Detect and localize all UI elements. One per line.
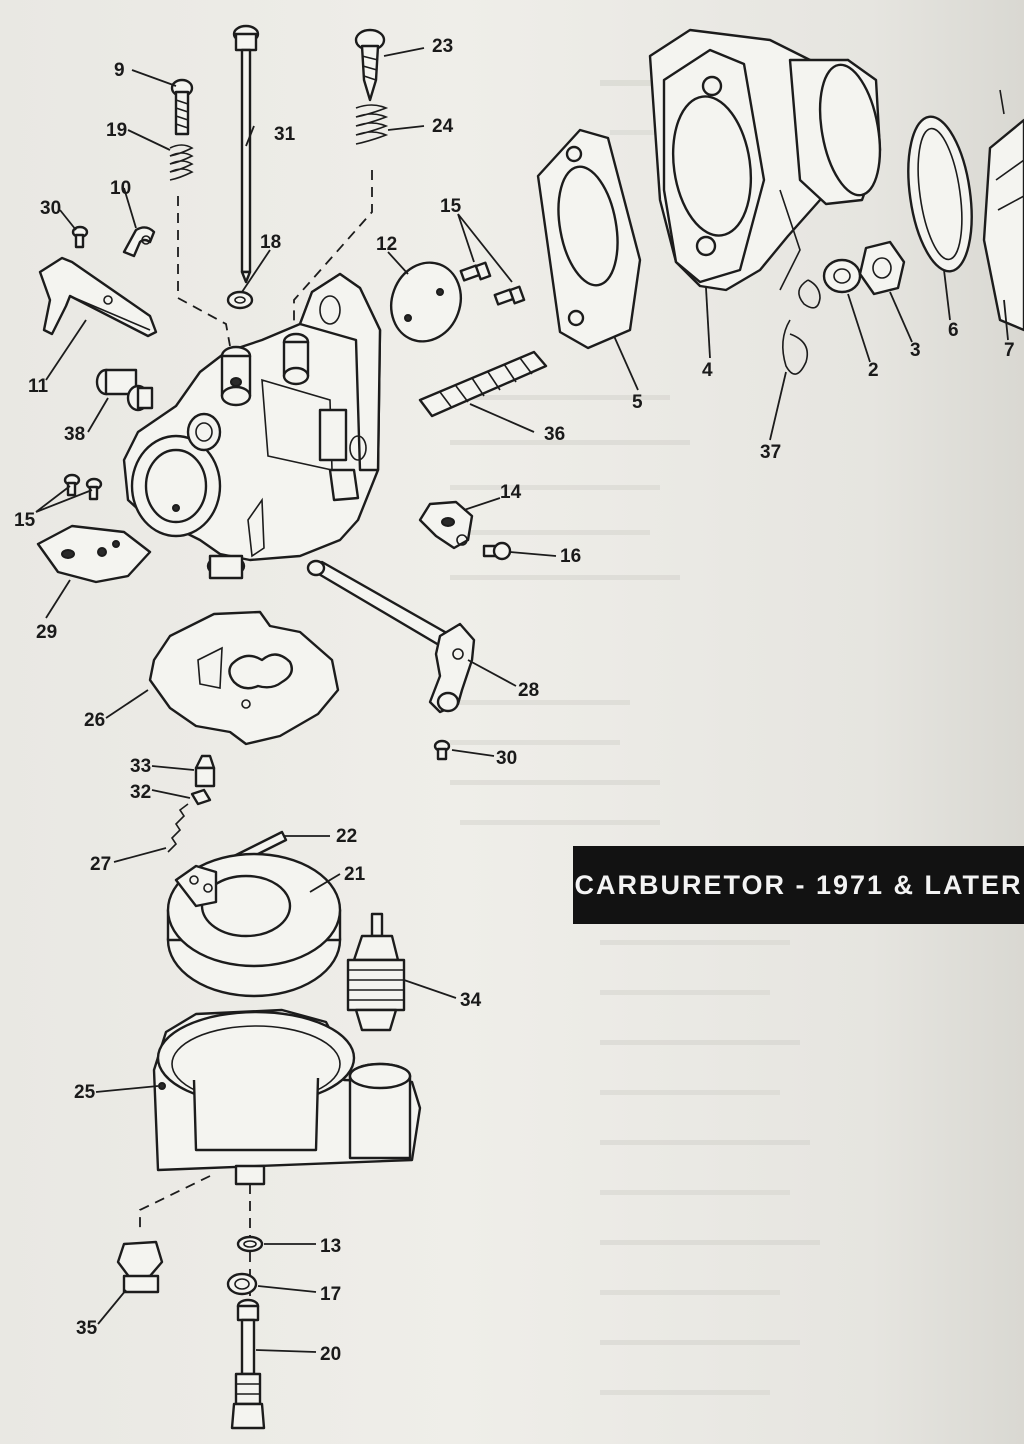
callout-7: 7	[1004, 340, 1015, 361]
callout-18: 18	[260, 232, 281, 253]
callout-28: 28	[518, 680, 539, 701]
main-jet-part-34	[346, 912, 406, 1032]
fuel-fitting-part-38	[95, 368, 154, 412]
callout-30-bottom: 30	[496, 748, 517, 769]
callout-22: 22	[336, 826, 357, 847]
bowl-gasket-part-26	[148, 610, 340, 746]
screws-part-15-left	[63, 473, 103, 501]
bleed-through-text	[450, 80, 860, 1395]
lockwasher-part-2	[822, 258, 862, 294]
callout-14: 14	[500, 482, 522, 503]
needle-clip-part-32	[190, 788, 212, 806]
idle-spring-part-19	[169, 144, 194, 181]
clip-part-14	[418, 500, 474, 550]
callout-3: 3	[910, 340, 921, 361]
callout-36: 36	[544, 424, 565, 445]
float-part-21	[166, 852, 342, 998]
screw-part-23	[354, 28, 386, 102]
spring-clip-part-37	[782, 279, 821, 375]
callout-4: 4	[702, 360, 713, 381]
screw-part-30-bottom	[433, 739, 451, 761]
needle-valve-part-31	[232, 24, 260, 284]
throttle-shaft-part-28	[306, 559, 476, 714]
clip-part-10	[122, 226, 156, 258]
callout-35: 35	[76, 1318, 98, 1339]
callout-31: 31	[274, 124, 296, 145]
nut-part-3	[858, 240, 906, 296]
callout-5: 5	[632, 392, 643, 413]
callout-37: 37	[760, 442, 781, 463]
callout-6: 6	[948, 320, 959, 341]
callout-30-top: 30	[40, 198, 61, 219]
choke-lever-part-11	[38, 256, 158, 338]
intake-elbow-part-4	[648, 28, 882, 292]
callout-2: 2	[868, 360, 879, 381]
washer-part-17	[226, 1272, 258, 1296]
callout-15-right: 15	[440, 196, 462, 217]
page-title: CARBURETOR - 1971 & LATER	[574, 869, 1023, 900]
jet-assembly-part-20	[230, 1298, 266, 1430]
carburetor-body	[122, 272, 382, 580]
callout-26: 26	[84, 710, 105, 731]
float-bowl-part-25	[152, 1008, 422, 1186]
callout-33: 33	[130, 756, 151, 777]
callout-38: 38	[64, 424, 85, 445]
callout-13: 13	[320, 1236, 341, 1257]
callout-20: 20	[320, 1344, 341, 1365]
float-spring-part-27	[167, 803, 189, 853]
spring-part-24	[355, 104, 389, 145]
screw-part-16	[482, 541, 512, 561]
callout-34: 34	[460, 990, 482, 1011]
stud-part-36	[418, 350, 548, 418]
air-cleaner-part-7	[982, 89, 1024, 332]
float-needle-part-33	[194, 754, 216, 788]
plate-part-29	[36, 524, 152, 584]
callouts: 9 19 10 30 11 31 18 23 24 12 15 38 15 29…	[14, 36, 1015, 1365]
leader-lines	[35, 47, 1009, 1353]
alignment-line-idle-screw	[177, 196, 231, 347]
callout-11: 11	[28, 376, 49, 397]
callout-24: 24	[432, 116, 454, 137]
callout-9: 9	[114, 60, 125, 81]
washer-part-18	[226, 290, 254, 310]
gasket-ring-part-6	[907, 115, 973, 273]
screws-part-15-right	[459, 261, 526, 306]
callout-21: 21	[344, 864, 366, 885]
callout-17: 17	[320, 1284, 341, 1305]
callout-15-left: 15	[14, 510, 36, 531]
callout-29: 29	[36, 622, 57, 643]
throttle-disc-part-12	[390, 261, 462, 343]
alignment-line-needle	[293, 170, 373, 336]
alignment-line-bowl	[139, 1175, 211, 1232]
callout-10: 10	[110, 178, 131, 199]
idle-screw-part-9	[170, 78, 194, 136]
callout-23: 23	[432, 36, 453, 57]
callout-32: 32	[130, 782, 151, 803]
title-banner: CARBURETOR - 1971 & LATER	[573, 846, 1024, 924]
callout-19: 19	[106, 120, 127, 141]
callout-12: 12	[376, 234, 397, 255]
callout-16: 16	[560, 546, 581, 567]
gasket-part-5	[536, 128, 642, 350]
callout-25: 25	[74, 1082, 96, 1103]
gasket-part-13	[236, 1235, 264, 1253]
callout-27: 27	[90, 854, 111, 875]
drain-plug-part-35	[116, 1240, 164, 1294]
